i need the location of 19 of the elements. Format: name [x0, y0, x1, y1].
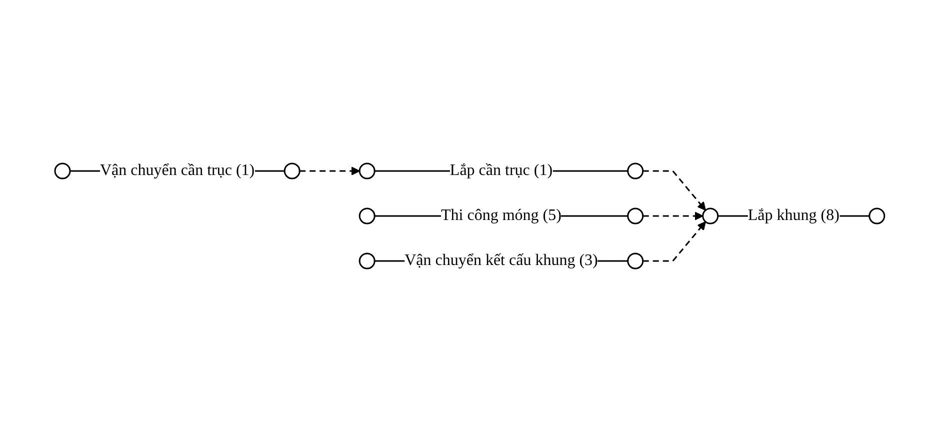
- edge-label: Vận chuyển cần trục (1): [100, 162, 254, 179]
- node-circle: [702, 208, 718, 224]
- edge-label: Thi công móng (5): [440, 207, 562, 224]
- node-circle: [358, 162, 376, 180]
- node-circle: [626, 162, 644, 180]
- node-circle: [626, 252, 644, 270]
- arrow: [642, 170, 706, 211]
- node-circle: [358, 252, 376, 270]
- node-circle: [358, 208, 376, 224]
- node-circle: [54, 162, 71, 180]
- node-circle: [868, 208, 885, 224]
- edge-label: Lắp cần trục (1): [450, 162, 552, 179]
- arrow: [642, 221, 706, 262]
- node-circle: [626, 208, 644, 224]
- arrow: [299, 166, 360, 176]
- edge-label: Lắp khung (8): [748, 207, 840, 224]
- node-circle: [284, 162, 300, 180]
- arrow: [642, 212, 704, 220]
- edge-label: Vận chuyển kết cấu khung (3): [404, 252, 598, 269]
